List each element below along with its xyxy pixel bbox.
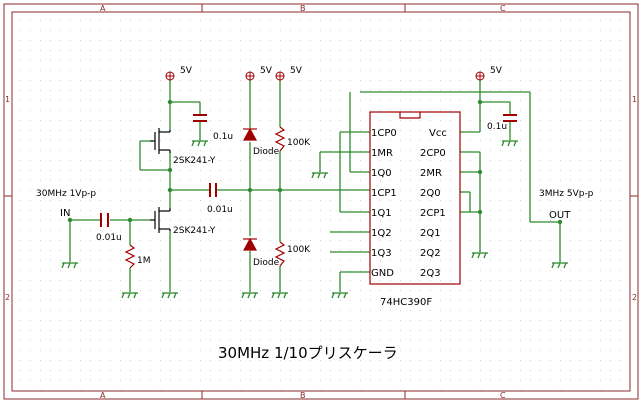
ic-body — [369, 111, 461, 285]
ic-pins-left: 1CP0 1MR 1Q0 1CP1 1Q1 1Q2 1Q3 GND — [371, 128, 397, 279]
resistor-bottom-value: 100K — [287, 245, 311, 255]
ic-pin-1cp1: 1CP1 — [371, 188, 397, 199]
ground-2mr-icon — [471, 252, 488, 259]
capacitor-coupling — [209, 183, 217, 197]
ground-ic-bypass-icon — [501, 140, 518, 147]
capacitor-coupling-value: 0.01u — [207, 205, 233, 215]
input-port-label: IN — [60, 208, 70, 219]
transistor-q1 — [150, 128, 171, 154]
ic-pin-1q0: 1Q0 — [371, 168, 392, 179]
ic-pin-1q1: 1Q1 — [371, 208, 392, 219]
output-port-label: OUT — [549, 210, 571, 221]
transistor-q2-type: 2SK241-Y — [173, 226, 216, 236]
diode-top-label: Diode — [253, 147, 280, 157]
ground-diode-icon — [241, 292, 258, 299]
output-spec-label: 3MHz 5Vp-p — [539, 189, 594, 199]
ground-ic-gnd-icon — [331, 292, 348, 299]
resistor-bottom — [274, 241, 286, 267]
capacitor-ic-bypass — [503, 114, 517, 122]
ic-pin-2q3: 2Q3 — [420, 268, 441, 279]
vcc-symbol-resistor — [275, 71, 285, 81]
sheet-frame — [3, 3, 639, 400]
ground-resistor-icon — [271, 292, 288, 299]
ground-output-icon — [551, 262, 568, 269]
input-spec-label: 30MHz 1Vp-p — [36, 189, 96, 199]
frame-row-label-right-2: 2 — [632, 293, 637, 302]
capacitor-input — [100, 213, 109, 227]
resistor-gate-value: 1M — [137, 256, 151, 266]
frame-col-label-top-a: A — [100, 4, 106, 13]
ground-q1-bypass-icon — [191, 140, 208, 147]
ic-pins-right: Vcc 2CP0 2MR 2Q0 2CP1 2Q1 2Q2 2Q3 — [420, 128, 447, 279]
ic-pin-2q0: 2Q0 — [420, 188, 441, 199]
ic-pin-2cp0: 2CP0 — [420, 148, 446, 159]
ground-gate-resistor-icon — [121, 292, 138, 299]
vcc-symbol-ic — [475, 71, 485, 81]
capacitor-input-value: 0.01u — [96, 233, 122, 243]
resistor-top-value: 100K — [287, 138, 311, 148]
frame-row-label-right-1: 1 — [632, 95, 637, 104]
diode-bottom — [242, 237, 258, 251]
transistor-q2 — [150, 207, 171, 233]
frame-col-label-bottom-b: B — [300, 391, 306, 400]
capacitor-q1-bypass — [193, 114, 207, 122]
frame-row-label-left-2: 2 — [5, 293, 10, 302]
ic-pin-2q1: 2Q1 — [420, 228, 441, 239]
vcc-label-ic: 5V — [490, 66, 503, 76]
ic-pin-gnd: GND — [371, 268, 394, 279]
ic-pin-1mr: 1MR — [371, 148, 393, 159]
ic-pin-1q3: 1Q3 — [371, 248, 392, 259]
vcc-symbol-diode — [245, 71, 255, 81]
frame-row-label-left-1: 1 — [5, 95, 10, 104]
diode-bottom-label: Diode — [253, 258, 280, 268]
capacitor-q1-bypass-value: 0.1u — [213, 132, 233, 142]
frame-col-label-bottom-c: C — [500, 391, 506, 400]
ic-pin-vcc: Vcc — [429, 128, 447, 139]
frame-col-label-top-b: B — [300, 4, 306, 13]
vcc-symbol-q1 — [165, 71, 175, 81]
ic-type-label: 74HC390F — [380, 297, 432, 308]
diagram-title: 30MHz 1/10プリスケーラ — [218, 344, 398, 362]
vcc-label-q1: 5V — [180, 66, 193, 76]
frame-labels: A B C A B C 1 2 1 2 — [5, 4, 637, 400]
ic-pin-2q2: 2Q2 — [420, 248, 441, 259]
ic-pin-1q2: 1Q2 — [371, 228, 392, 239]
ground-input-icon — [61, 262, 78, 269]
ground-symbols — [61, 140, 568, 299]
vcc-label-resistor: 5V — [290, 66, 303, 76]
ic-pin-2mr: 2MR — [420, 168, 442, 179]
ground-1mr-icon — [311, 172, 328, 179]
ic-pin-1cp0: 1CP0 — [371, 128, 397, 139]
capacitor-ic-bypass-value: 0.1u — [487, 122, 507, 132]
ic-pin-2cp1: 2CP1 — [420, 208, 446, 219]
frame-col-label-bottom-a: A — [100, 391, 106, 400]
frame-col-label-top-c: C — [500, 4, 506, 13]
diode-top — [242, 127, 258, 141]
grid-background — [12, 12, 630, 391]
vcc-label-diode: 5V — [260, 66, 273, 76]
transistor-q1-type: 2SK241-Y — [173, 156, 216, 166]
ground-q2-icon — [161, 292, 178, 299]
junctions — [67, 99, 563, 225]
resistor-top — [274, 126, 286, 152]
resistor-gate — [124, 244, 136, 269]
